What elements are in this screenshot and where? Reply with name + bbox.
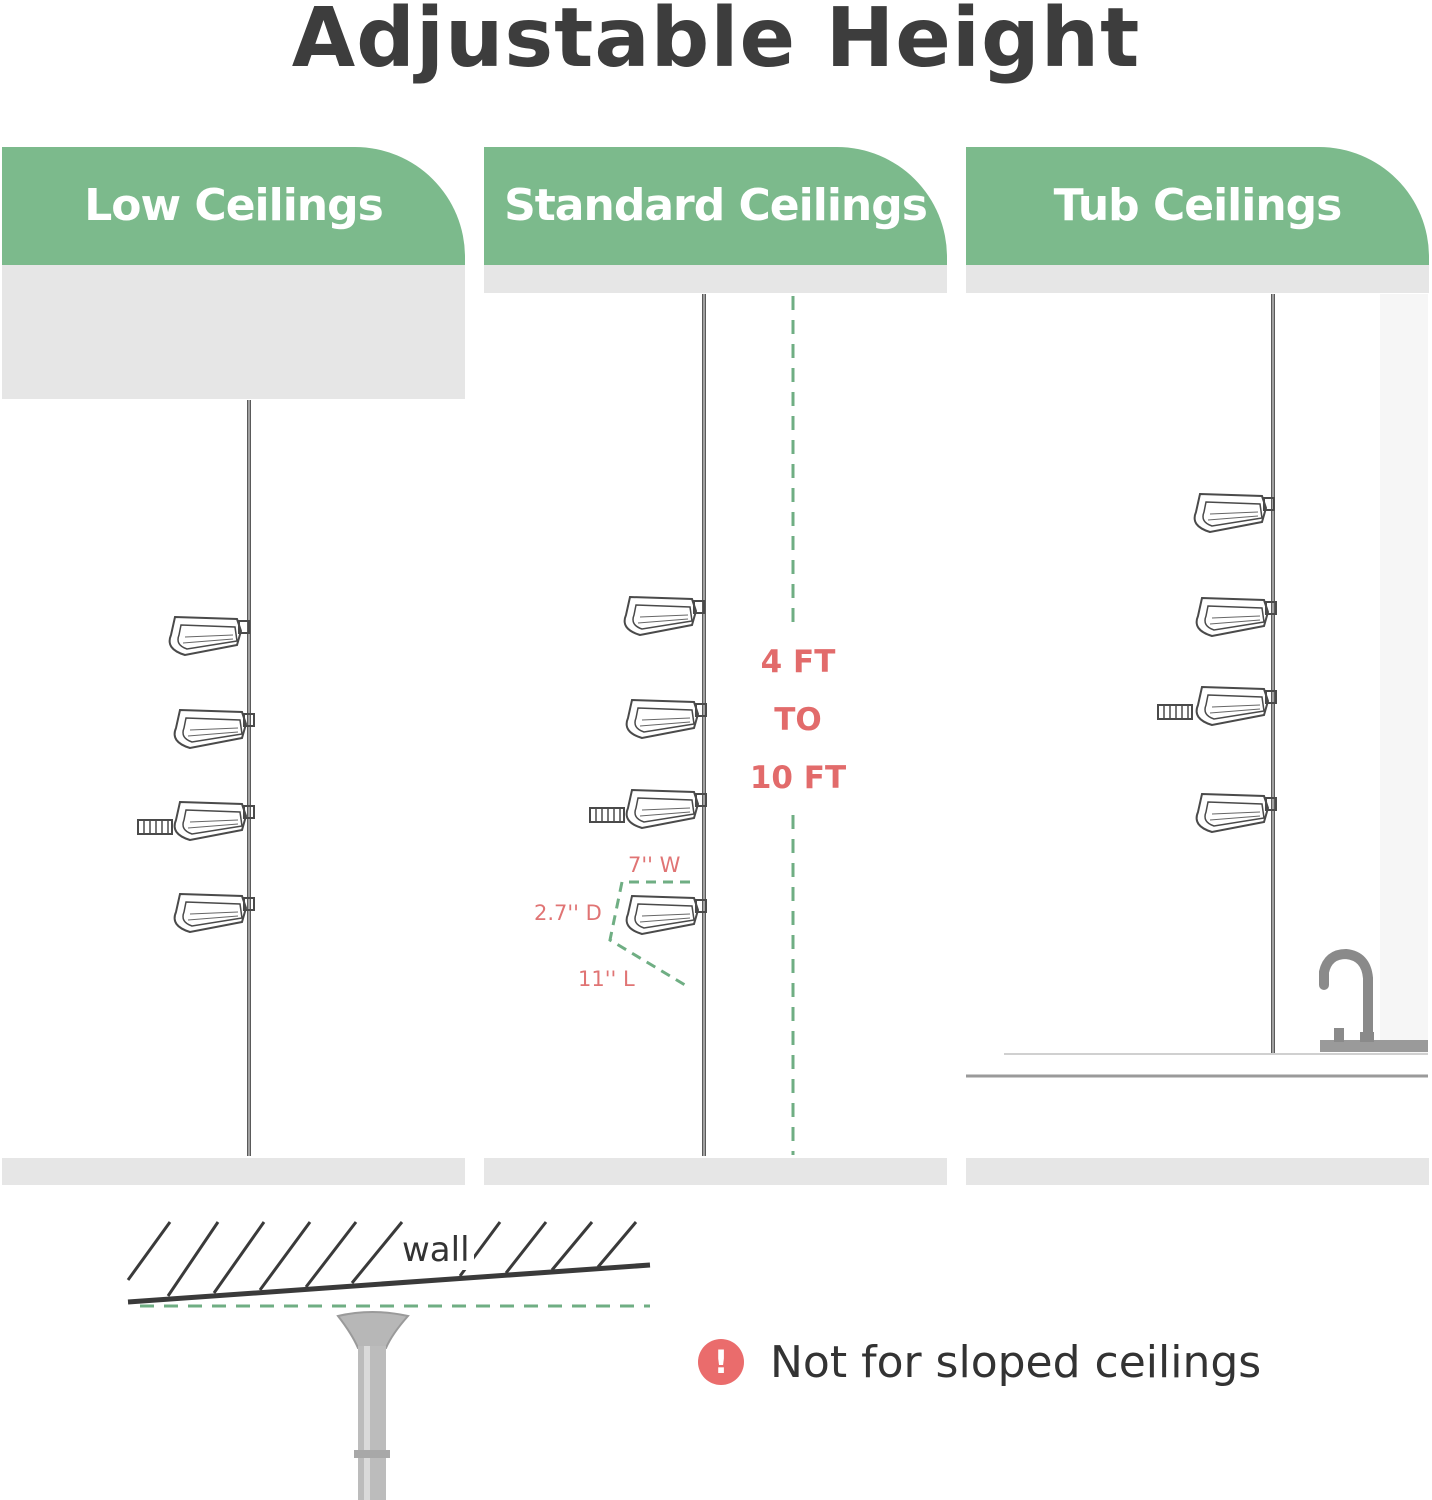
basket-low-2: [173, 709, 255, 749]
range-max-label: 10 FT: [749, 760, 847, 796]
ceiling-block: [484, 265, 947, 293]
basket-std-3: [625, 789, 707, 829]
dim-length-label: 11'' L: [578, 967, 635, 991]
tab-standard-ceilings: Standard Ceilings: [484, 147, 947, 265]
basket-low-3: [173, 801, 255, 841]
dim-depth-label: 2.7'' D: [534, 901, 602, 925]
ceiling-block: [2, 265, 465, 399]
basket-low-1: [168, 616, 250, 656]
warning-text: Not for sloped ceilings: [770, 1336, 1262, 1388]
basket-std-1: [623, 596, 705, 636]
floor-block: [2, 1158, 465, 1185]
panel-standard-ceilings: Standard Ceilings: [484, 147, 947, 1187]
basket-std-4: [625, 895, 707, 935]
tub-wall-shade: [1380, 294, 1428, 1054]
ceiling-block: [966, 265, 1429, 293]
tab-tub-ceilings: Tub Ceilings: [966, 147, 1429, 265]
faucet-icon: [1319, 948, 1428, 1052]
page-title: Adjustable Height: [291, 0, 1141, 86]
basket-low-4: [173, 893, 255, 933]
tab-low-ceilings: Low Ceilings: [2, 147, 465, 265]
sloped-wall-diagram: [126, 1221, 651, 1308]
caddy-low: [137, 819, 173, 835]
range-to-label: TO: [774, 702, 822, 738]
panel-tub-ceilings: Tub Ceilings: [966, 147, 1429, 1187]
basket-tub-1: [1193, 493, 1275, 533]
basket-tub-4: [1195, 793, 1277, 833]
dim-width-label: 7'' W: [628, 853, 681, 877]
tab-label: Tub Ceilings: [1053, 180, 1343, 231]
pole-top-closeup: [336, 1311, 410, 1500]
basket-dimension-lines: [608, 880, 691, 990]
floor-block: [484, 1158, 947, 1185]
caddy-std: [589, 807, 625, 823]
caddy-tub: [1157, 704, 1193, 720]
tab-label: Low Ceilings: [84, 180, 384, 231]
basket-tub-2: [1195, 597, 1277, 637]
wall-label: wall: [398, 1230, 474, 1270]
basket-tub-3: [1195, 686, 1277, 726]
panel-low-ceilings: Low Ceilings: [2, 147, 465, 1187]
exclamation-icon: !: [698, 1339, 744, 1385]
basket-std-2: [625, 699, 707, 739]
floor-block: [966, 1158, 1429, 1185]
range-min-label: 4 FT: [760, 644, 836, 680]
tab-label: Standard Ceilings: [504, 180, 928, 231]
sloped-ceiling-warning: ! Not for sloped ceilings: [698, 1330, 1261, 1394]
